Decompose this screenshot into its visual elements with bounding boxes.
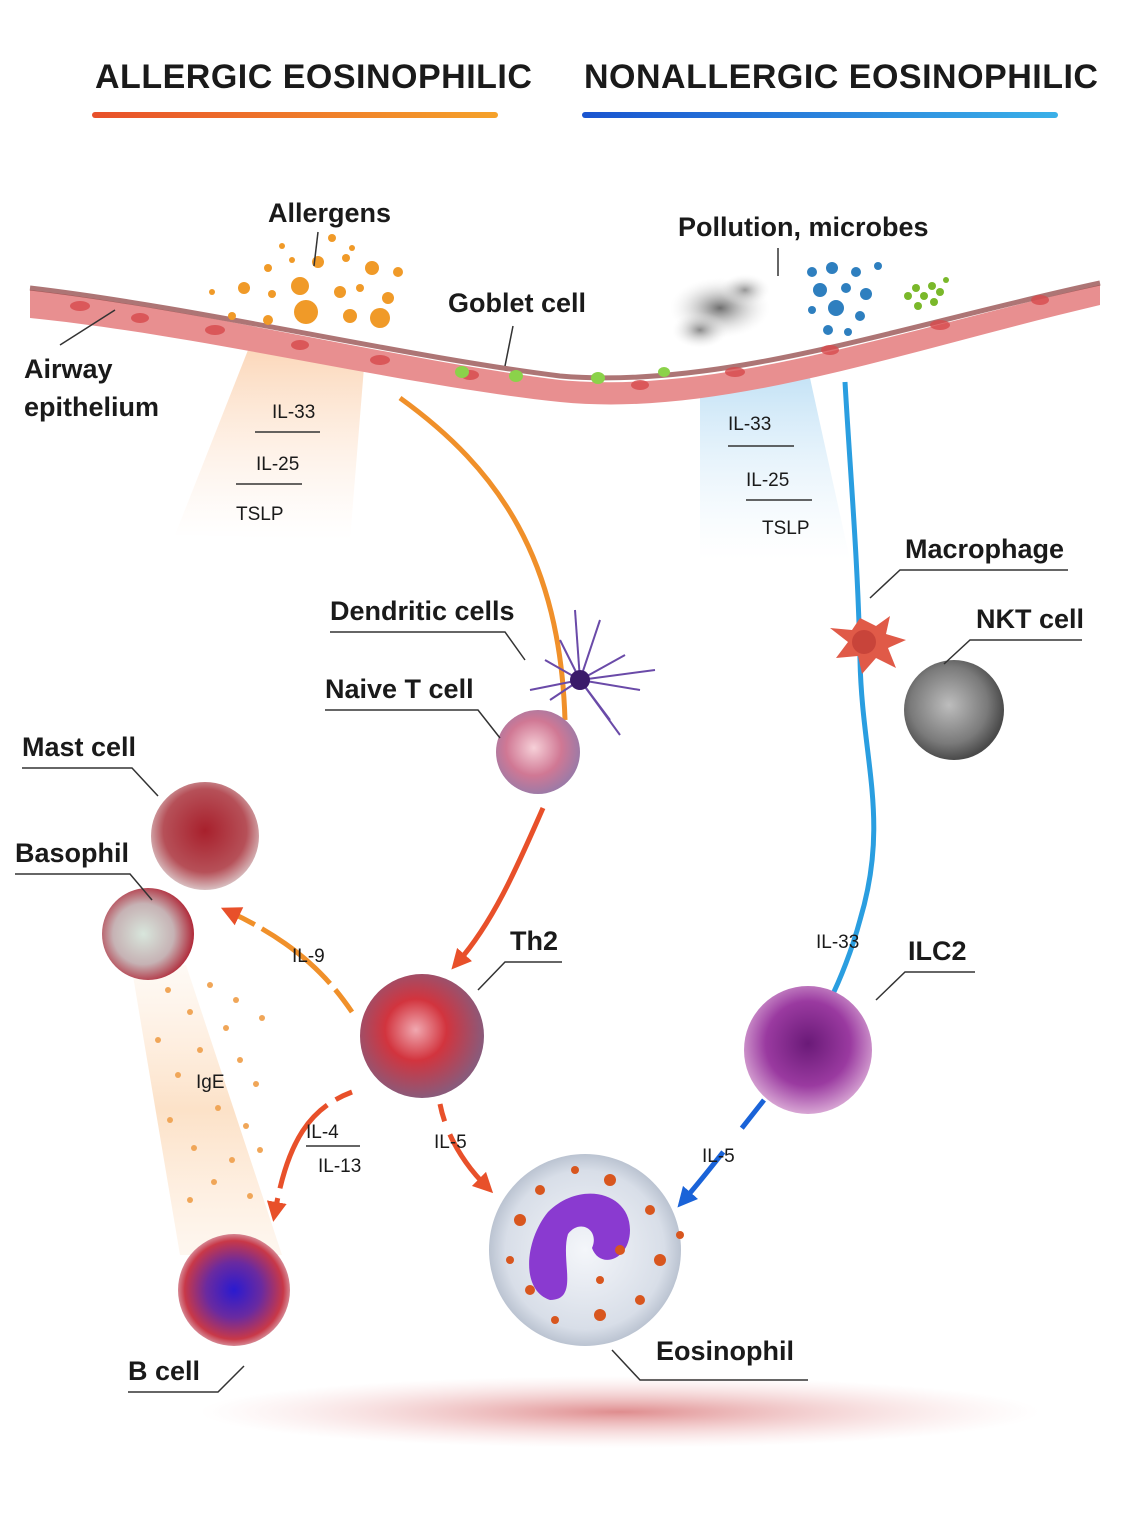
tissue-glow [200,1376,1040,1448]
naive-t-label: Naive T cell [325,674,474,704]
allergic-header: ALLERGIC EOSINOPHILIC [95,58,532,96]
allergen-particles [209,234,403,328]
ilc2-cell [744,986,872,1114]
right-il25-label: IL-25 [746,470,789,491]
left-il25-label: IL-25 [256,454,299,475]
naive-t-leader [325,710,500,738]
bcell-label: B cell [128,1356,200,1386]
nonallergic-main-path [830,382,874,1000]
il13-label: IL-13 [318,1156,361,1177]
pollution-smoke [670,274,770,348]
il33-ilc2-label: IL-33 [816,932,859,953]
ilc2-leader [876,972,975,1000]
ige-fan [132,965,282,1255]
left-il33-label: IL-33 [272,402,315,423]
nkt-cell [904,660,1004,760]
macrophage-cell [830,616,906,674]
th2-cell [360,974,484,1098]
left-tslp-label: TSLP [236,504,284,525]
allergic-main-path [400,398,565,720]
eosinophil-label: Eosinophil [656,1336,794,1366]
allergens-label: Allergens [268,198,391,228]
il5-right-label: IL-5 [702,1146,735,1167]
ilc2-label: ILC2 [908,936,967,966]
mast-leader [22,768,158,796]
th2-label: Th2 [510,926,558,956]
basophil-cell [102,888,194,980]
nonallergic-header-underline [582,112,1058,118]
il4-label: IL-4 [306,1122,339,1143]
green-microbes [904,277,949,310]
mast-cell [151,782,259,890]
eosinophil-cell [489,1154,684,1346]
allergic-header-underline [92,112,498,118]
dendritic-leader [330,632,525,660]
basophil-label: Basophil [15,838,129,868]
right-tslp-label: TSLP [762,518,810,539]
il4-il13-arrow [275,1092,352,1212]
nonallergic-header: NONALLERGIC EOSINOPHILIC [584,58,1098,96]
il9-arrow [230,912,352,1012]
il5-left-label: IL-5 [434,1132,467,1153]
il9-label: IL-9 [292,946,325,967]
mast-label: Mast cell [22,732,136,762]
goblet-label: Goblet cell [448,288,586,318]
microbe-particles [807,262,882,336]
airway-label-line1: Airway [24,354,113,384]
nkt-leader [944,640,1082,664]
th2-leader [478,962,562,990]
airway-label-line2: epithelium [24,392,159,422]
macrophage-leader [870,570,1068,598]
goblet-leader [505,326,513,366]
b-cell [178,1234,290,1346]
macrophage-label: Macrophage [905,534,1064,564]
pollution-label: Pollution, microbes [678,212,929,242]
nkt-label: NKT cell [976,604,1084,634]
right-il33-label: IL-33 [728,414,771,435]
naive-t-cell [496,710,580,794]
ige-label: IgE [196,1072,225,1093]
dendritic-label: Dendritic cells [330,596,515,626]
